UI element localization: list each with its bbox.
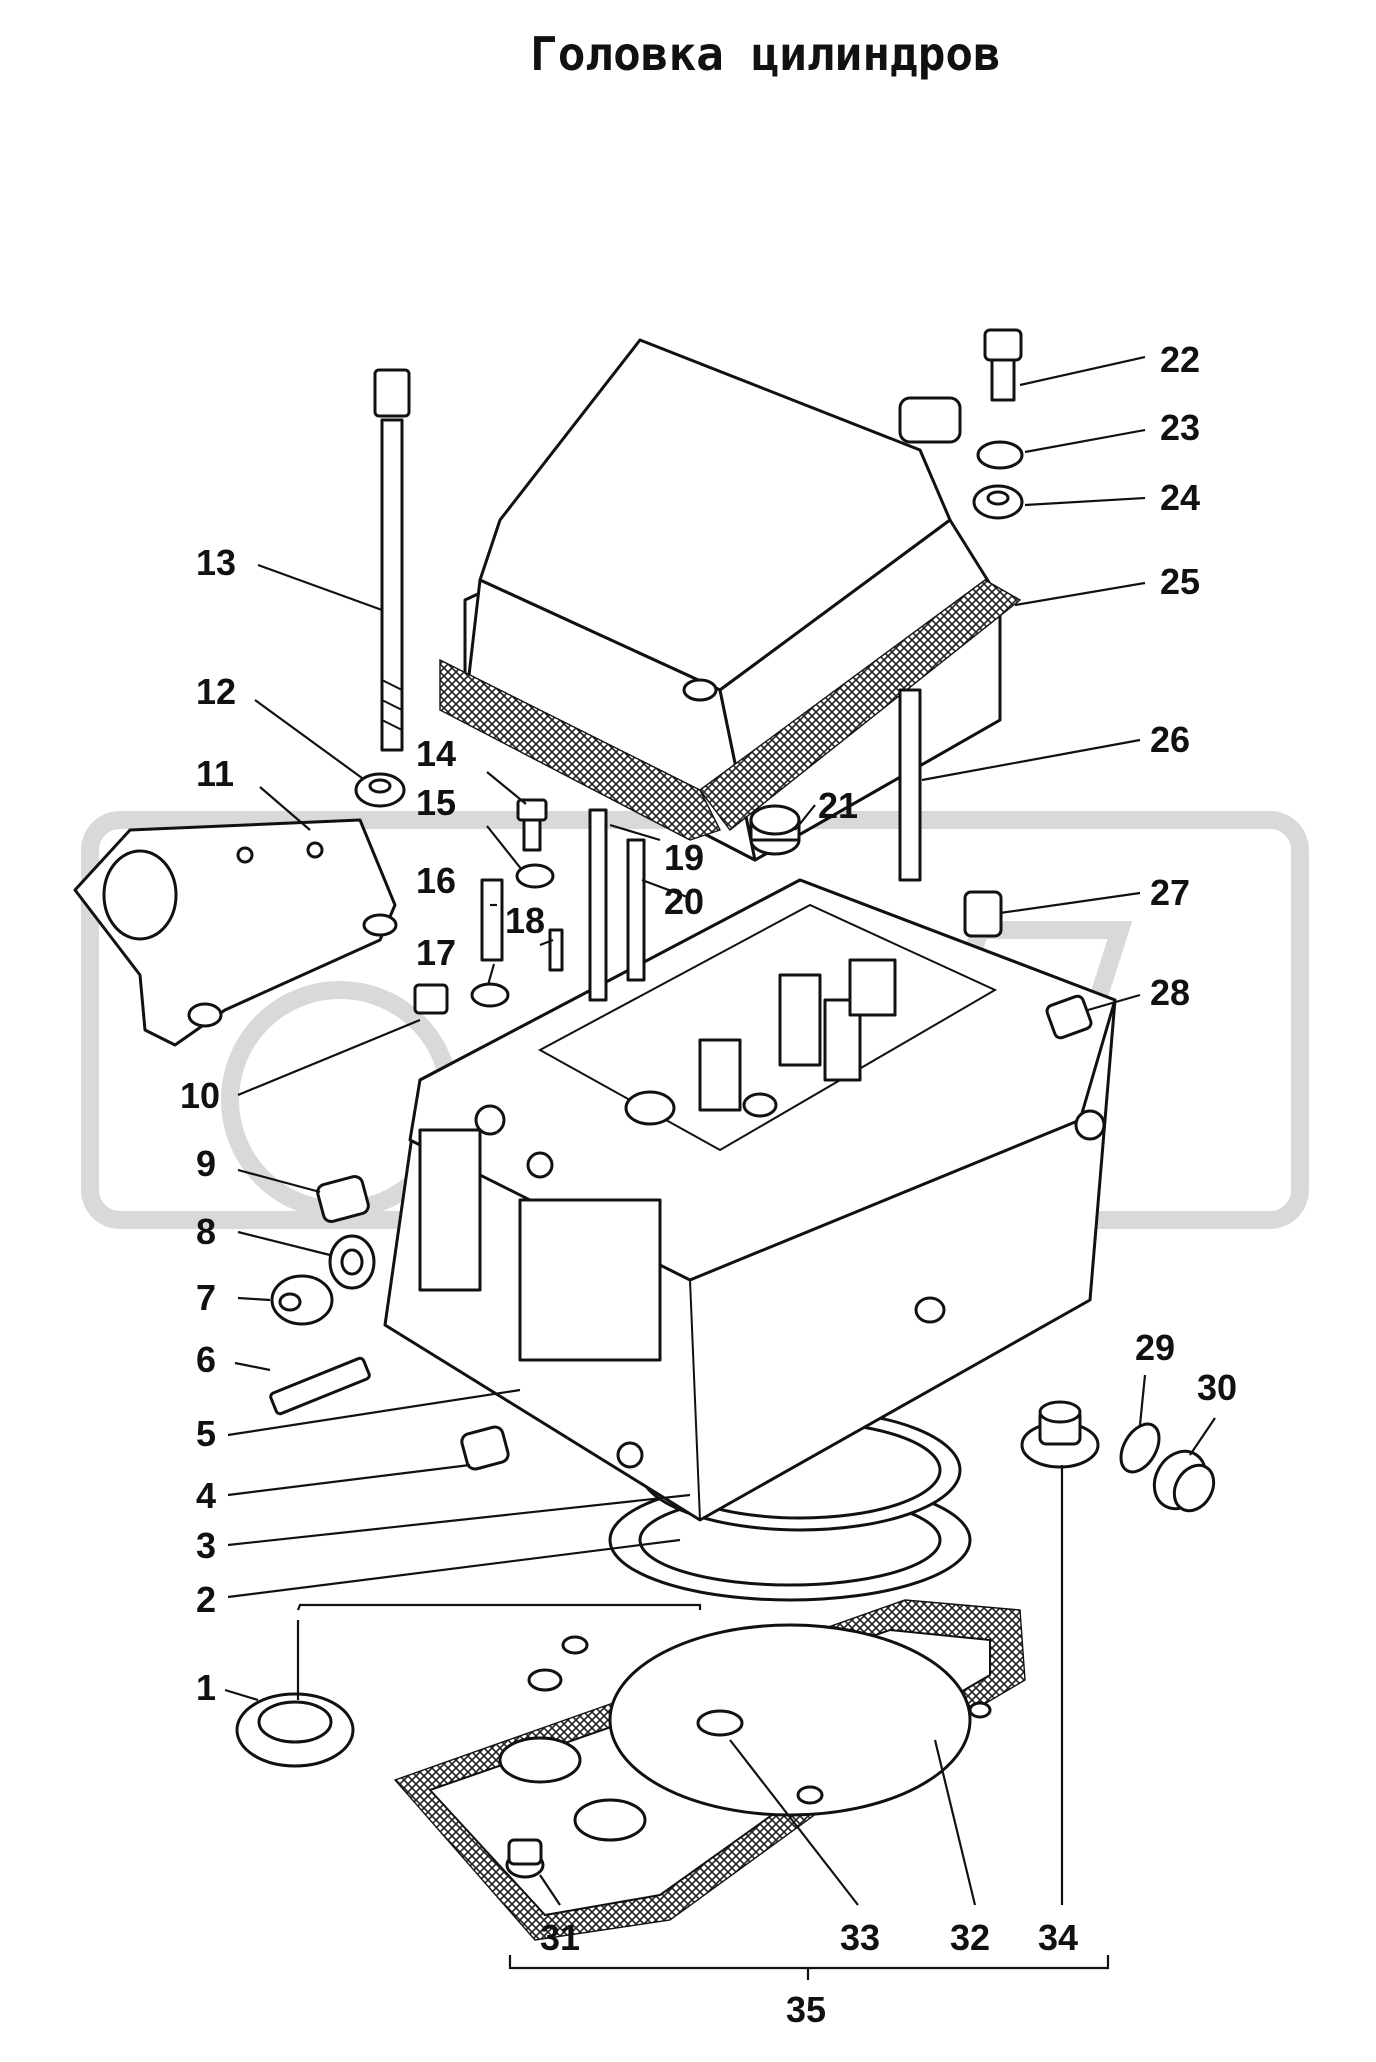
callout-25: 25: [1160, 561, 1200, 602]
lifting-bracket: [73, 818, 398, 1047]
callout-13: 13: [196, 542, 236, 583]
callout-17: 17: [416, 932, 456, 973]
callout-19: 19: [664, 837, 704, 878]
callout-21: 21: [818, 785, 858, 826]
cylinder-head-block: [383, 878, 1117, 1522]
nut-7: [270, 1274, 334, 1326]
leader-lines: [224, 355, 1216, 1980]
callout-12: 12: [196, 671, 236, 712]
callout-9: 9: [196, 1143, 216, 1184]
callout-29: 29: [1135, 1327, 1175, 1368]
bolt: [516, 798, 548, 852]
threaded-plug-27: [963, 890, 1003, 938]
plug: [505, 1838, 545, 1879]
callout-16: 16: [416, 860, 456, 901]
callout-32: 32: [950, 1917, 990, 1958]
seal-ring: [235, 1692, 355, 1768]
callout-14: 14: [416, 733, 456, 774]
head-gasket-plate: [393, 1599, 1026, 1941]
callout-11: 11: [196, 753, 234, 794]
hex-bolt: [413, 983, 449, 1015]
diagram-title: Головка цилиндров: [530, 27, 1001, 81]
long-stud: [373, 368, 411, 752]
washer: [354, 772, 406, 808]
callout-33: 33: [840, 1917, 880, 1958]
callout-10: 10: [180, 1075, 220, 1116]
callout-28: 28: [1150, 972, 1190, 1013]
callout-27: 27: [1150, 872, 1190, 913]
callout-31: 31: [540, 1917, 580, 1958]
callout-8: 8: [196, 1211, 216, 1252]
spring-washer: [515, 863, 555, 889]
plug-4: [460, 1425, 510, 1471]
callout-15: 15: [416, 782, 456, 823]
callout-5: 5: [196, 1413, 216, 1454]
callouts: 1 2 3 4 5 6 7 8 9 10 11 12 13 14 15 16 1…: [180, 339, 1237, 2030]
callout-7: 7: [196, 1277, 216, 1318]
valve-cover-gasket: [439, 579, 1022, 841]
callout-23: 23: [1160, 407, 1200, 448]
o-ring: [1119, 1422, 1161, 1474]
dowel-pin: [548, 928, 564, 972]
callout-34: 34: [1038, 1917, 1078, 1958]
cover-stud: [898, 688, 922, 882]
cover-bolt: [983, 328, 1023, 402]
callout-1: 1: [196, 1667, 216, 1708]
stud-6: [269, 1356, 371, 1416]
short-stud: [480, 878, 504, 962]
callout-3: 3: [196, 1525, 216, 1566]
bushing: [749, 804, 801, 856]
callout-22: 22: [1160, 339, 1200, 380]
washer-8: [328, 1234, 376, 1290]
copper-washer: [470, 982, 510, 1008]
callout-26: 26: [1150, 719, 1190, 760]
plug-with-washer: [1020, 1400, 1100, 1469]
threaded-plug: [1152, 1449, 1216, 1513]
callout-30: 30: [1197, 1367, 1237, 1408]
rocker-stud-short: [626, 838, 646, 982]
callout-6: 6: [196, 1339, 216, 1380]
threaded-plug-28: [1045, 994, 1093, 1040]
callout-24: 24: [1160, 477, 1200, 518]
callout-2: 2: [196, 1579, 216, 1620]
cover-spring-washer: [976, 440, 1024, 470]
cover-rubber-washer: [972, 484, 1024, 520]
callout-18: 18: [505, 900, 545, 941]
plug-9: [316, 1174, 370, 1224]
callout-4: 4: [196, 1475, 216, 1516]
rocker-stud-long: [588, 808, 608, 1002]
callout-20: 20: [664, 881, 704, 922]
callout-35: 35: [786, 1989, 826, 2030]
